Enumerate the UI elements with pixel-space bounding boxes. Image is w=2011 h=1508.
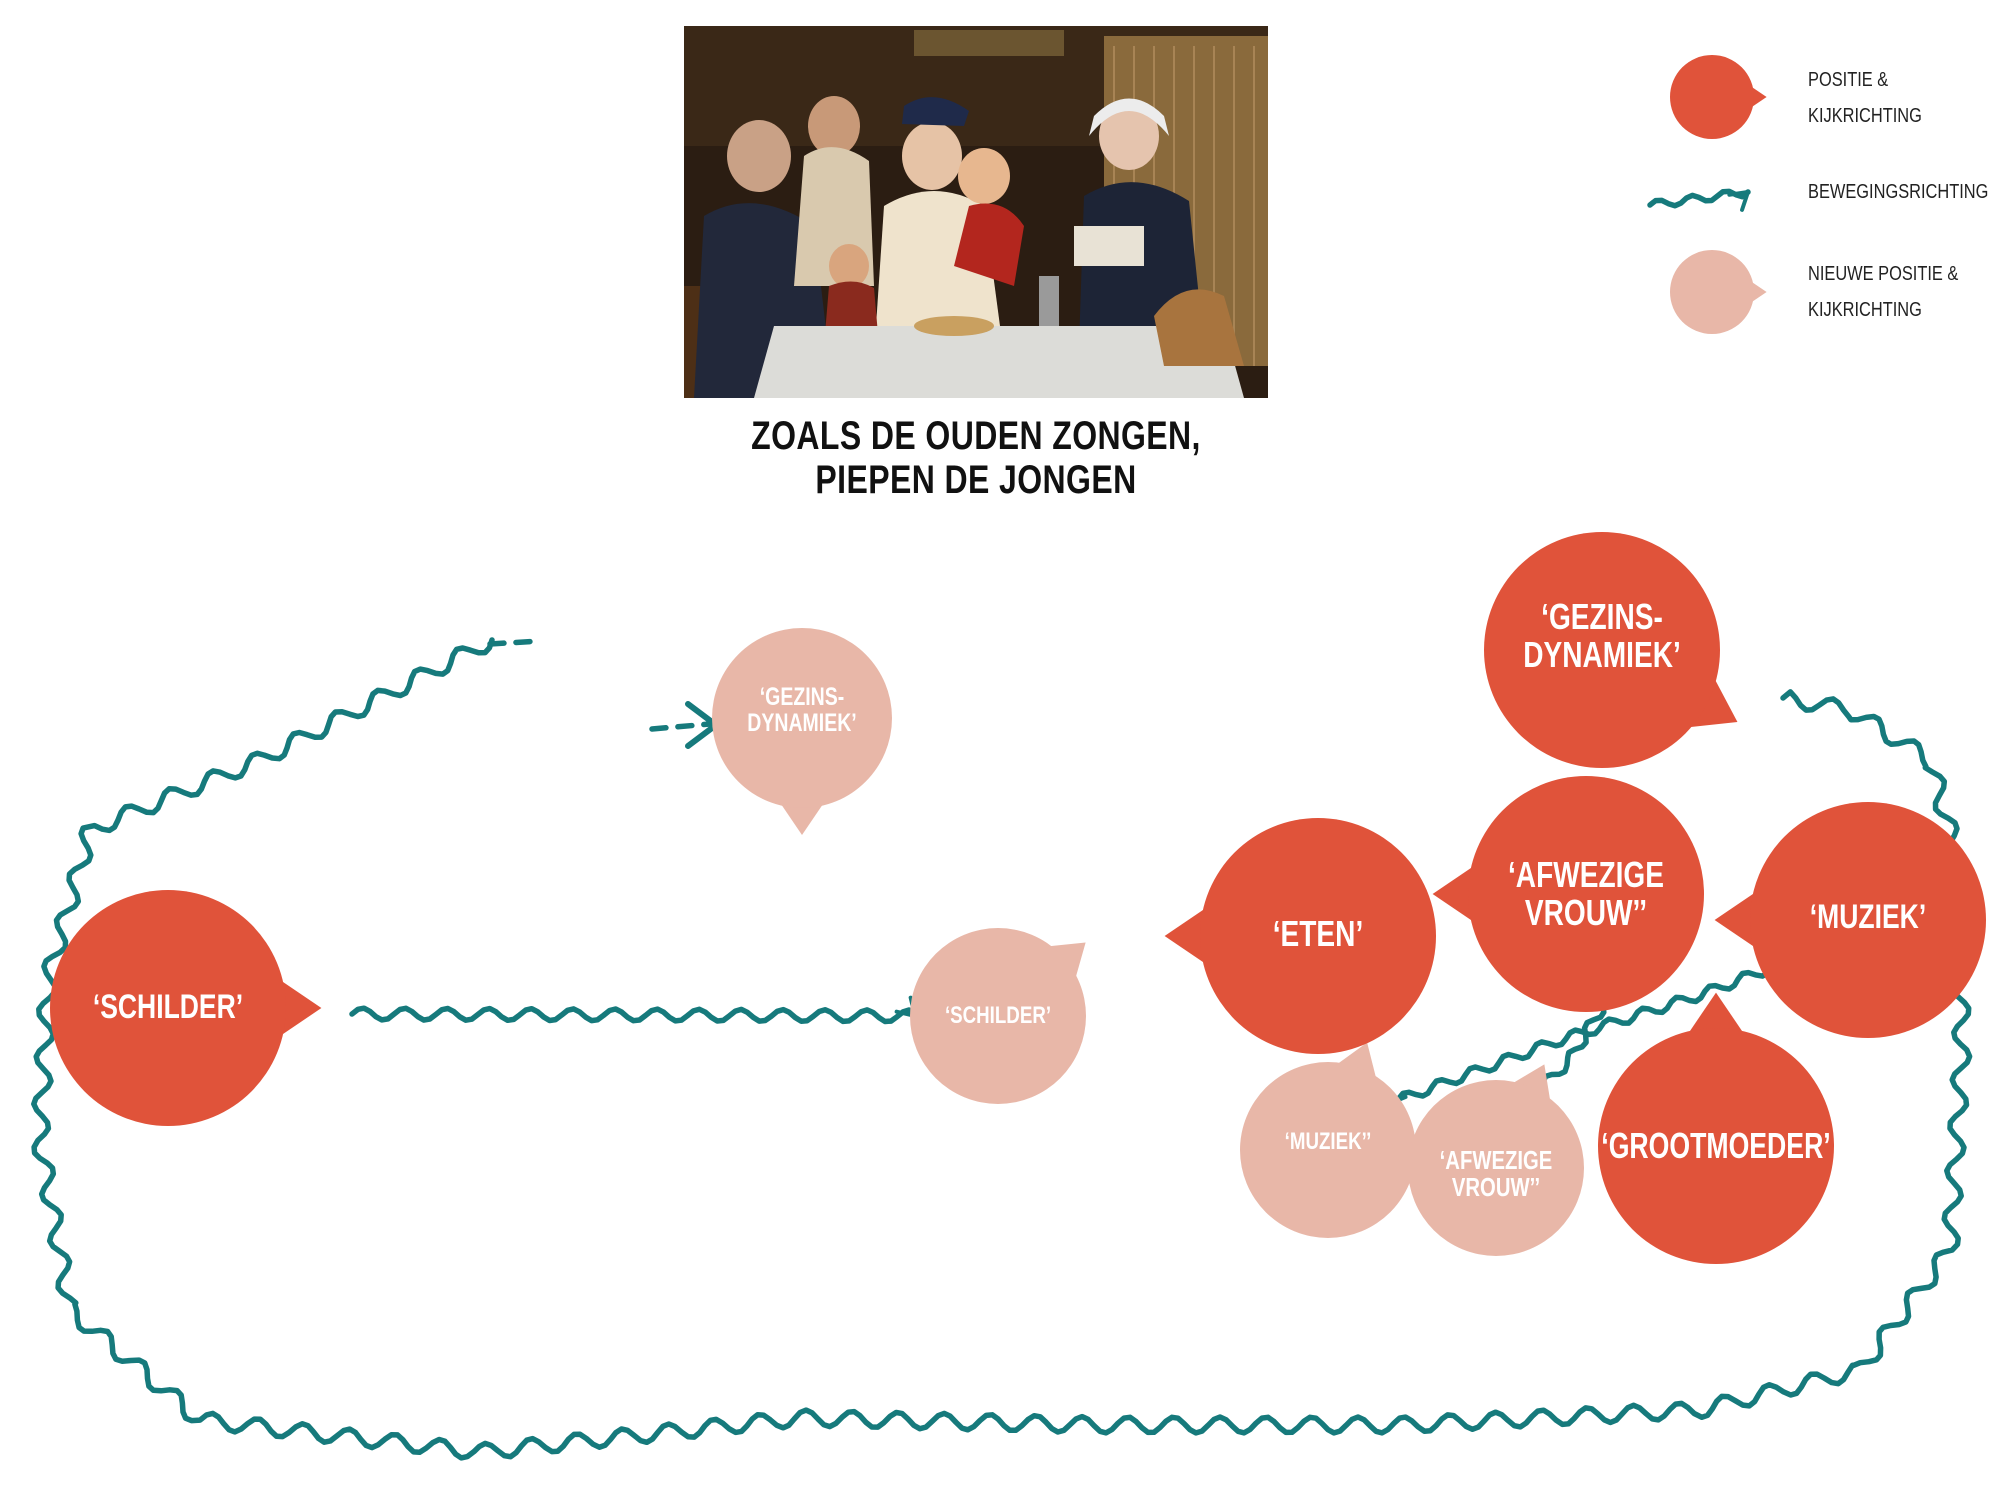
node-eten-circle [1200,818,1436,1054]
node-new-gezinsdynamiek-line-1: ‘GEZINS- [759,682,845,711]
legend-movement-label: BEWEGINGSRICHTING [1808,174,1988,210]
node-new-muziek-label: ‘MUZIEK’’ [1262,1112,1395,1172]
node-muziek-label: ‘MUZIEK’ [1778,868,1957,968]
node-new-afwezige-vrouw-circle [1408,1080,1584,1256]
legend-position-bubble [1670,55,1767,139]
legend-position-bubble-circle [1670,55,1754,139]
node-gezinsdynamiek-label: ‘GEZINS- DYNAMIEK’ [1508,576,1695,696]
loop-arrow-dash-end [649,721,713,732]
arrow-schilder-move [349,995,918,1025]
legend-movement-line-1: BEWEGINGSRICHTING [1808,181,1989,203]
node-muziek-text: ‘MUZIEK’ [1809,898,1927,937]
node-new-gezinsdynamiek [712,628,892,835]
node-gezinsdynamiek [1484,532,1738,768]
legend-new-position-line-1: NIEUWE POSITIE & [1808,263,1959,285]
legend-position-line-2: KIJKRICHTING [1808,105,1922,127]
node-gezinsdynamiek-line-1: ‘GEZINS- [1541,596,1663,638]
legend-position-label: POSITIE & KIJKRICHTING [1808,62,1922,134]
painting-image [684,26,1268,398]
node-gezinsdynamiek-line-2: DYNAMIEK’ [1523,634,1681,675]
legend-position-line-1: POSITIE & [1808,69,1889,91]
node-grootmoeder-circle [1598,1028,1834,1264]
node-grootmoeder [1598,992,1834,1264]
node-muziek [1714,802,1986,1038]
node-new-muziek-text: ‘MUZIEK’’ [1284,1128,1372,1156]
legend-movement-arrow [1647,188,1751,212]
node-schilder [50,890,322,1126]
node-grootmoeder-label: ‘GROOTMOEDER’ [1601,1096,1830,1196]
legend-new-position-bubble-circle [1670,250,1754,334]
node-new-afwezige-vrouw-line-2: VROUW’’ [1451,1172,1541,1202]
node-afwezige-vrouw [1432,776,1704,1012]
node-new-schilder-text: ‘SCHILDER’ [944,1002,1052,1030]
node-afwezige-vrouw-line-2: VROUW’’ [1524,892,1648,933]
node-new-schilder-circle [910,928,1086,1104]
node-grootmoeder-text: ‘GROOTMOEDER’ [1601,1125,1831,1167]
node-eten-text: ‘ETEN’ [1272,913,1364,955]
node-eten [1164,818,1436,1054]
node-muziek-circle [1750,802,1986,1038]
node-new-afwezige-vrouw-label: ‘AFWEZIGE VROUW’’ [1430,1134,1563,1214]
node-eten-label: ‘ETEN’ [1228,884,1407,984]
node-new-afwezige-vrouw [1408,1064,1584,1256]
node-new-schilder [910,928,1086,1104]
node-new-afwezige-vrouw-line-1: ‘AFWEZIGE [1439,1144,1553,1175]
node-new-schilder-label: ‘SCHILDER’ [932,986,1065,1046]
node-schilder-text: ‘SCHILDER’ [92,988,244,1027]
node-schilder-circle [50,890,286,1126]
title-line-1: ZOALS DE OUDEN ZONGEN, [751,414,1201,458]
node-new-gezinsdynamiek-line-2: DYNAMIEK’ [747,709,857,737]
node-new-muziek-circle [1240,1062,1416,1238]
loop-arrow [31,637,1973,1461]
legend-new-position-bubble [1670,250,1767,334]
node-afwezige-vrouw-line-1: ‘AFWEZIGE [1508,854,1664,896]
legend-new-position-line-2: KIJKRICHTING [1808,299,1922,321]
title-line-2: PIEPEN DE JONGEN [815,458,1137,502]
node-schilder-label: ‘SCHILDER’ [67,948,270,1068]
legend-new-position-label: NIEUWE POSITIE & KIJKRICHTING [1808,256,1958,328]
node-afwezige-vrouw-label: ‘AFWEZIGE VROUW’’ [1492,834,1679,954]
painting-title: ZOALS DE OUDEN ZONGEN, PIEPEN DE JONGEN [742,414,1209,502]
node-afwezige-vrouw-circle [1468,776,1704,1012]
node-new-gezinsdynamiek-label: ‘GEZINS- DYNAMIEK’ [732,665,872,755]
loop-arrow-dash-start [487,638,543,647]
node-new-gezinsdynamiek-circle [712,628,892,808]
node-gezinsdynamiek-circle [1484,532,1720,768]
node-new-muziek [1240,1042,1416,1238]
